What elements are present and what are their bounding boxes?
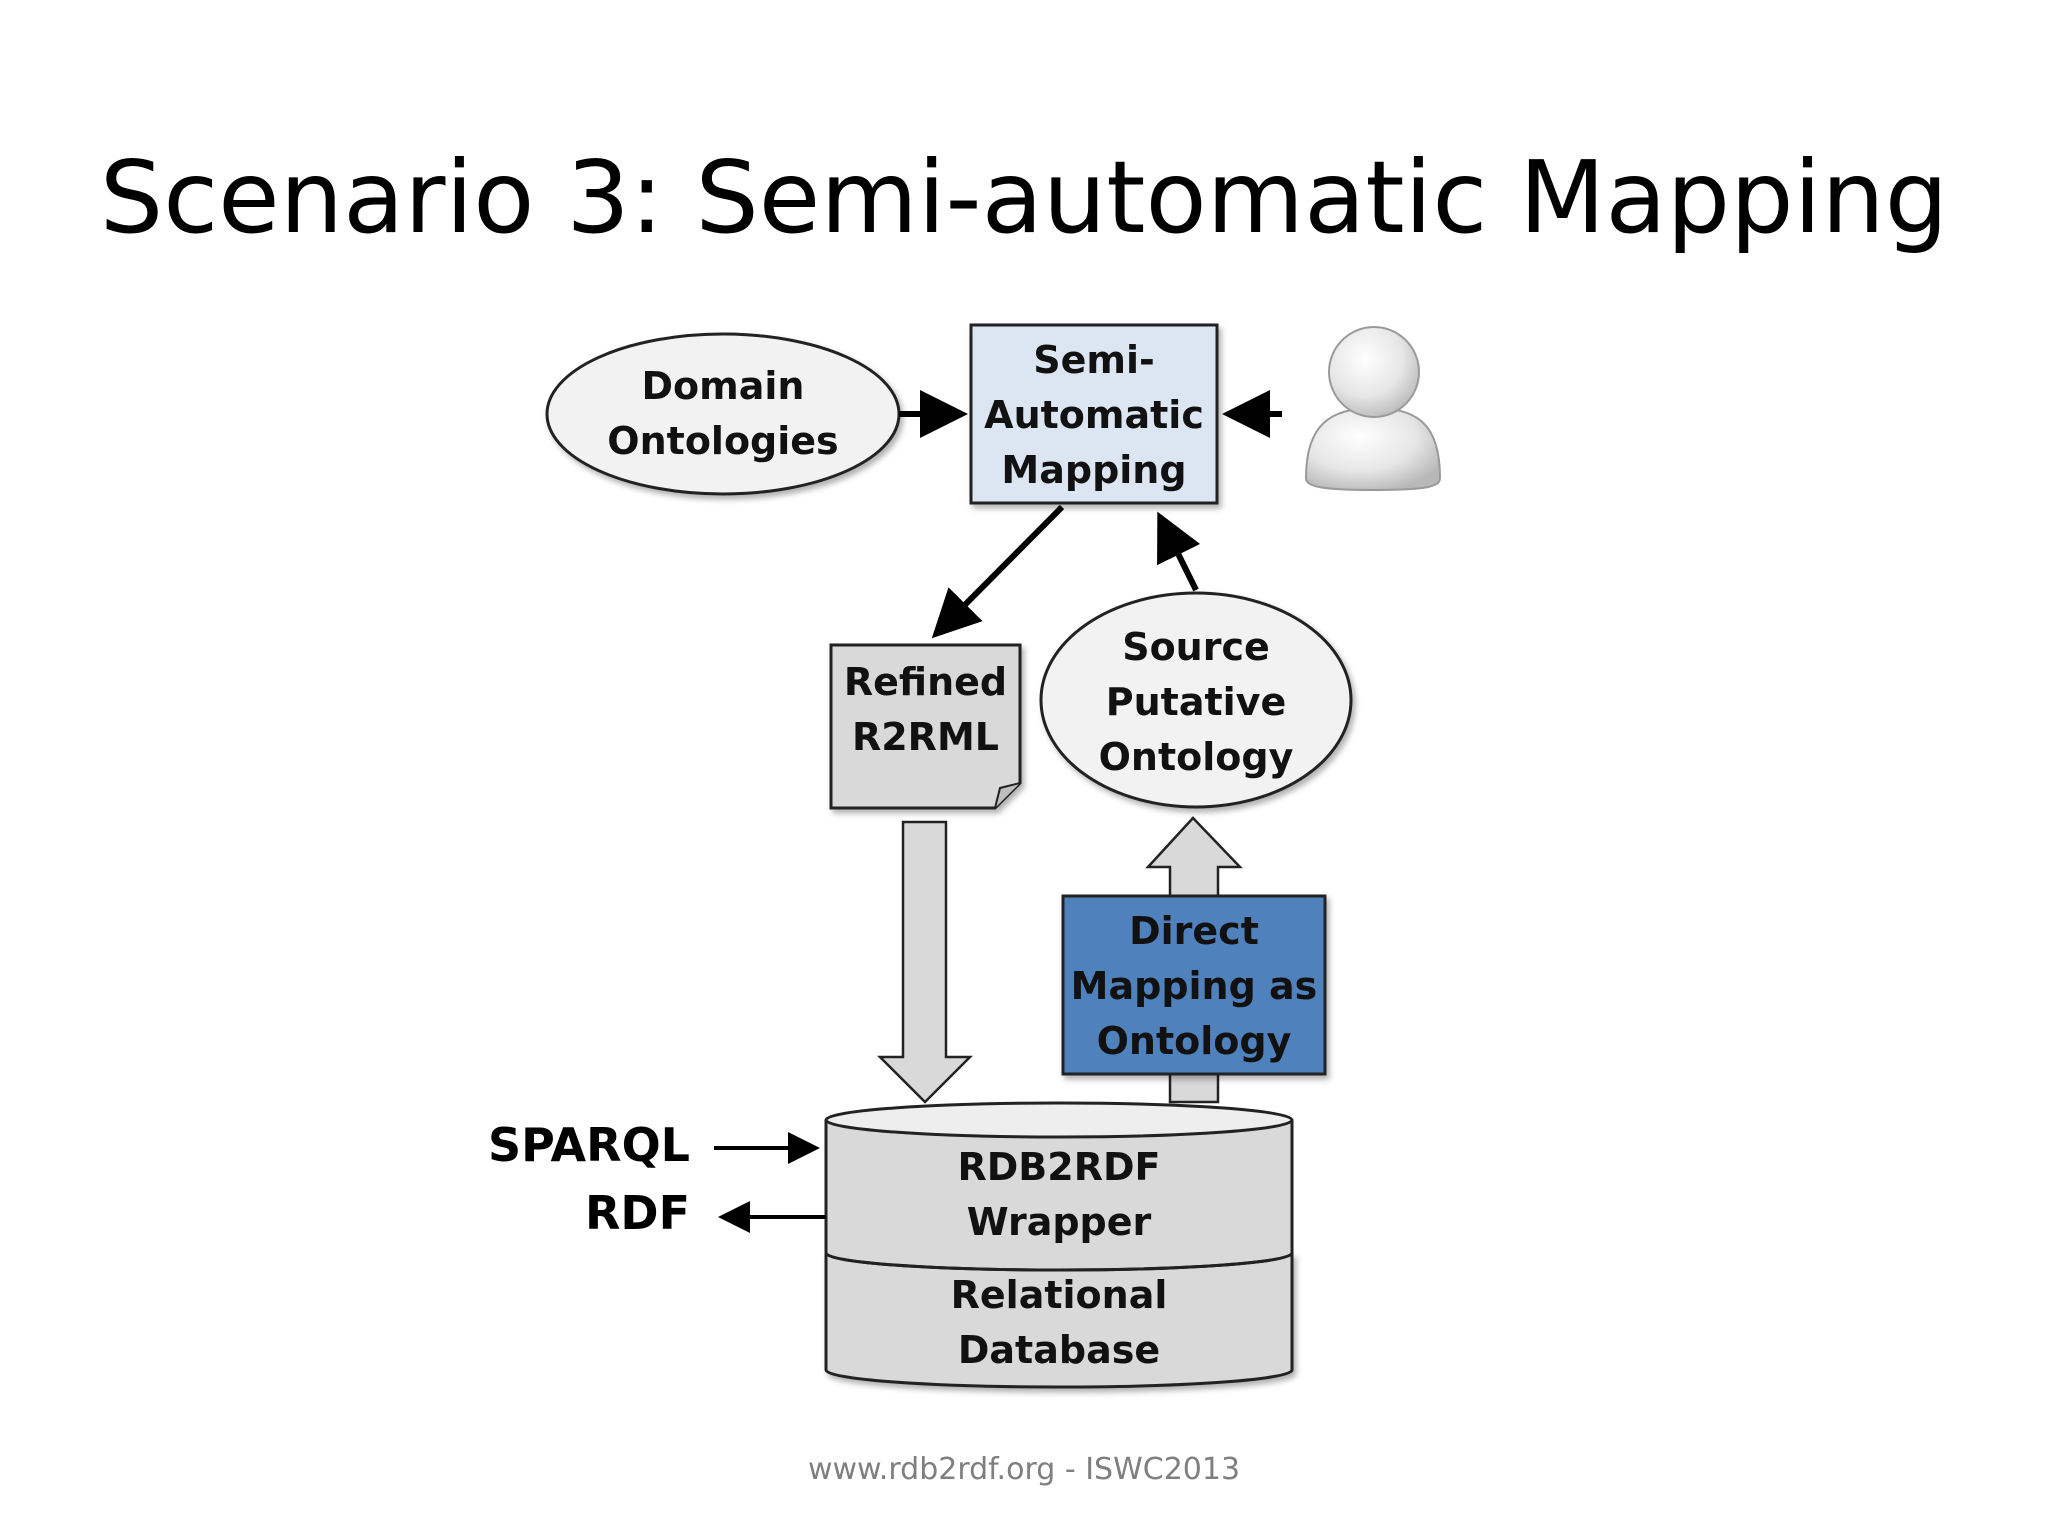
document-fold (994, 782, 1021, 809)
source-putative-ontology-ellipse (1039, 591, 1353, 809)
source-putative-ontology-label: Source Putative Ontology (1098, 624, 1294, 779)
direct-mapping-box (1061, 894, 1327, 1076)
section-divider (824, 1252, 1294, 1272)
arrow-mapping-to-r2rml (931, 504, 1065, 639)
wrapper-label: RDB2RDF Wrapper (957, 1145, 1161, 1244)
footer-url: www.rdb2rdf.org - ISWC2013 (807, 1452, 1241, 1487)
arrow-putative-to-mapping (1157, 511, 1201, 592)
wrapper-cylinder-top (824, 1101, 1294, 1139)
semi-automatic-mapping-box (969, 323, 1219, 505)
block-arrow-r2rml-to-wrapper (876, 820, 974, 1104)
domain-ontologies-label: Domain Ontologies (607, 364, 839, 463)
relational-database-label: Relational Database (950, 1273, 1168, 1372)
sparql-label: SPARQL (487, 1118, 690, 1172)
refined-r2rml-label: Refined R2RML (843, 660, 1008, 759)
slide-title: Scenario 3: Semi-automatic Mapping (99, 139, 1949, 256)
relational-database-cylinder (824, 1253, 1294, 1389)
semi-automatic-mapping-label: Semi- Automatic Mapping (984, 337, 1204, 492)
rdf-label: RDF (584, 1186, 690, 1240)
user-icon (1304, 326, 1442, 492)
direct-mapping-label: Direct Mapping as Ontology (1070, 908, 1318, 1063)
